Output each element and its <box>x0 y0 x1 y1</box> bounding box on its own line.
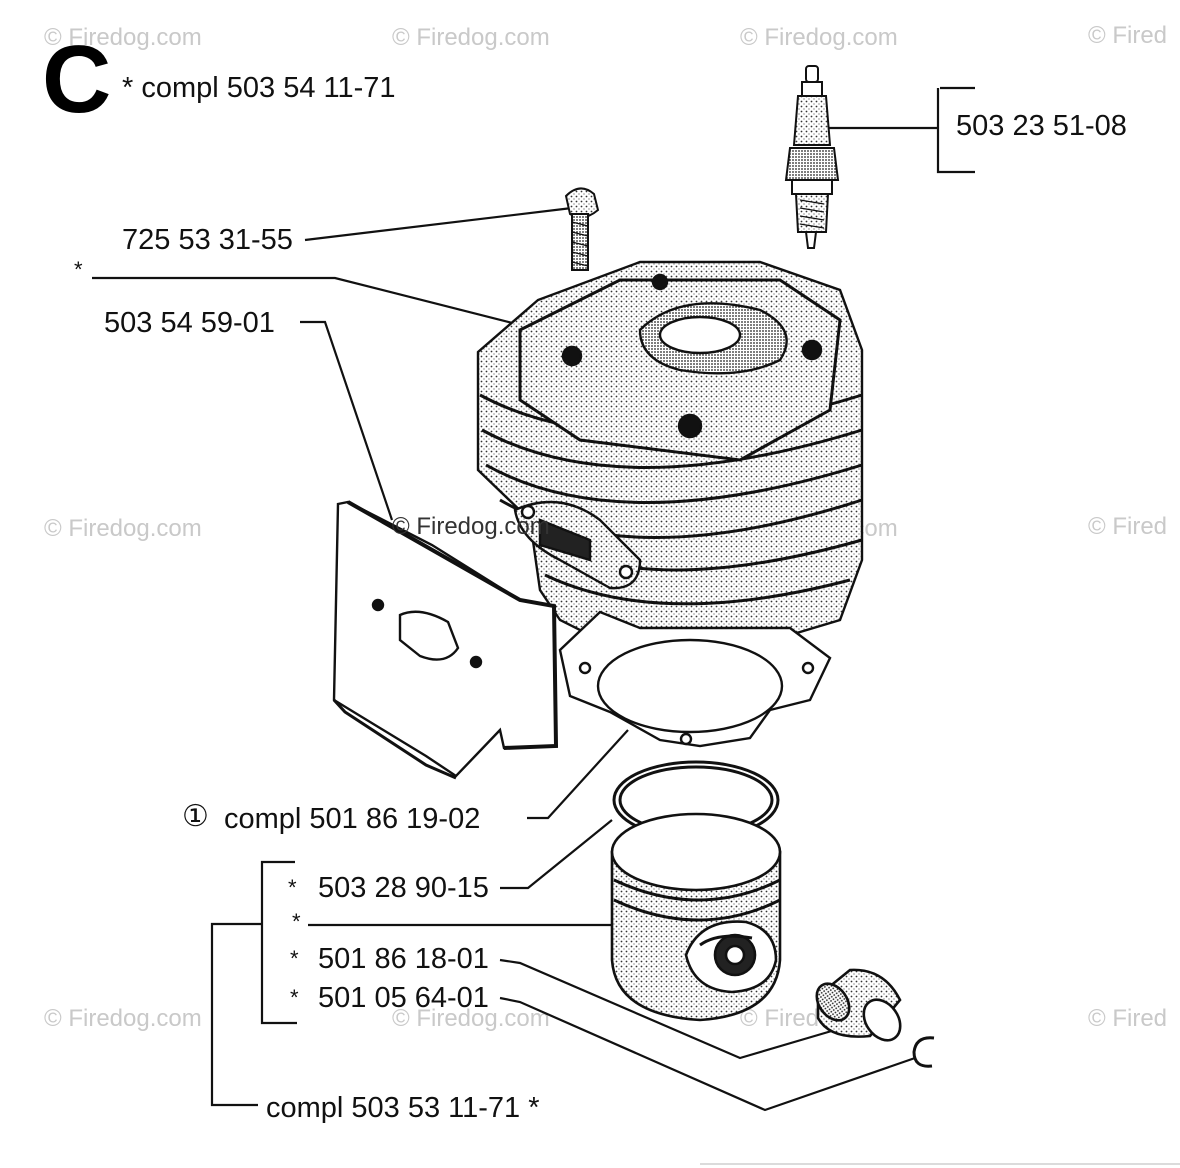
asterisk-marker: * <box>290 985 299 1010</box>
heat-shield <box>332 500 559 780</box>
watermark: © Fired <box>1088 513 1168 540</box>
asterisk-marker: * <box>290 946 299 971</box>
asterisk-marker: * <box>74 257 83 282</box>
watermark: © Firedog.com <box>392 513 550 540</box>
watermark: © Firedog.com <box>44 24 202 51</box>
watermark: © Fired <box>1088 1005 1168 1032</box>
part-label-ring: 503 28 90-15 <box>318 872 489 904</box>
watermark: © Firedog.com <box>740 24 898 51</box>
watermark: © Firedog.com <box>392 24 550 51</box>
piston <box>610 812 782 1022</box>
part-label-cylinder-kit: compl 501 86 19-02 <box>224 803 481 835</box>
part-label-gasket: 503 54 59-01 <box>104 307 275 339</box>
part-label-piston-kit: compl 503 53 11-71 * <box>266 1092 540 1124</box>
part-label-bolt: 725 53 31-55 <box>122 224 293 256</box>
part-label-circlip: 501 05 64-01 <box>318 982 489 1014</box>
watermark: © Firedog.com <box>44 1005 202 1032</box>
watermark: © Fired <box>1088 22 1168 49</box>
bolt <box>564 187 600 271</box>
piston-pin-bearing <box>815 968 902 1042</box>
part-label-pin: 501 86 18-01 <box>318 943 489 975</box>
section-letter: C <box>42 26 112 133</box>
watermark: © Firedog.com <box>392 1005 550 1032</box>
cylinder <box>476 260 864 652</box>
asterisk-marker: * <box>292 909 301 934</box>
base-gasket <box>558 610 832 748</box>
part-label-cylinder-kit-marker: ① <box>182 800 209 833</box>
spark-plug <box>784 65 840 249</box>
leader-lines <box>92 86 975 1112</box>
asterisk-marker: * <box>288 875 297 900</box>
part-label-spark-plug: 503 23 51-08 <box>956 110 1127 142</box>
circlip <box>912 1036 935 1068</box>
assembly-label: * compl 503 54 11-71 <box>122 72 396 104</box>
watermark: © Firedog.com <box>44 515 202 542</box>
